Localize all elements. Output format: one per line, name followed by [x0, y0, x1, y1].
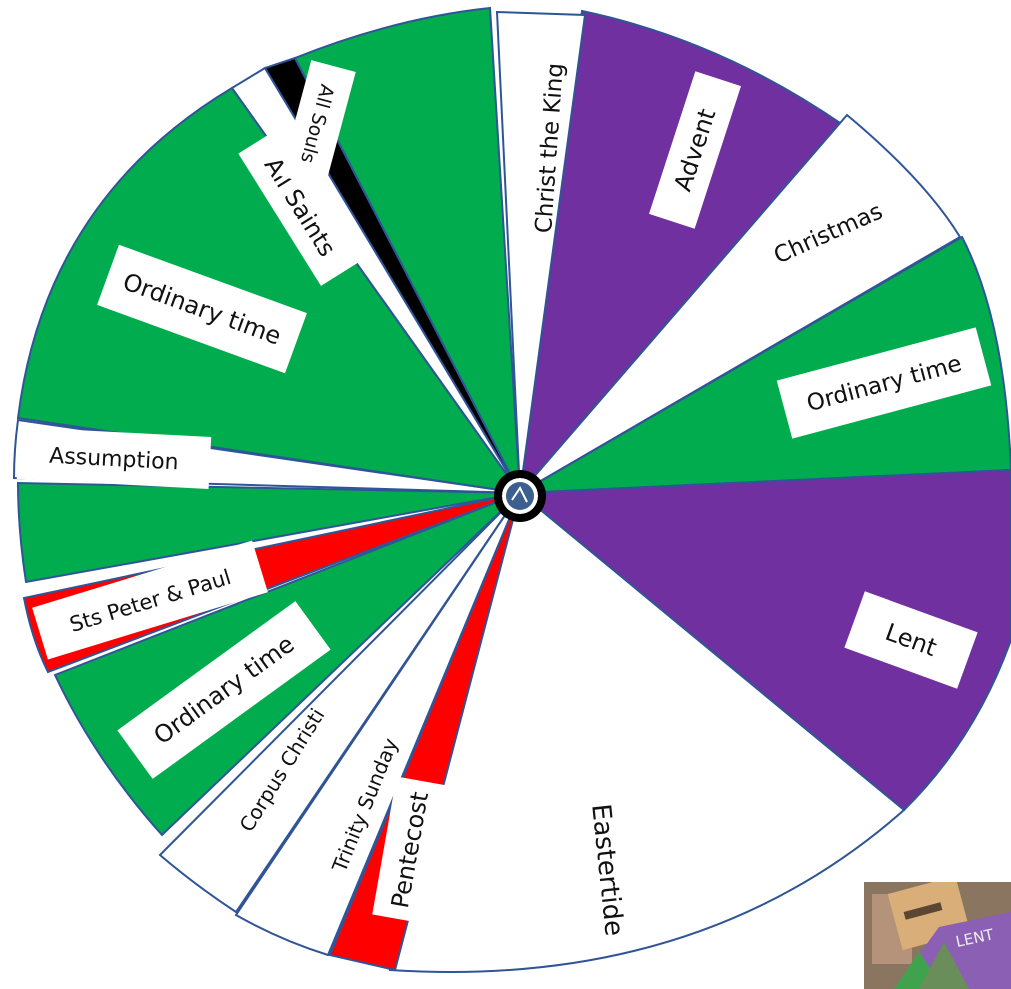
segment-ordinary-time-2-upper[interactable] [16, 481, 521, 584]
photo-of-wooden-wheel: LENT [864, 882, 1011, 989]
segment-ordinary-time-1[interactable] [519, 235, 1011, 494]
segment-corpus-christi[interactable] [158, 492, 521, 914]
segment-christmas[interactable] [519, 113, 962, 494]
segment-advent[interactable] [518, 9, 845, 497]
segment-christ-the-king[interactable] [495, 10, 587, 494]
center-pin [494, 470, 546, 522]
segment-ordinary-time-top[interactable] [293, 6, 521, 494]
segment-eastertide[interactable] [388, 491, 906, 973]
segment-trinity-sunday[interactable] [234, 492, 521, 957]
segment-lent[interactable] [517, 468, 1011, 812]
segment-ordinary-time-3[interactable] [16, 86, 523, 495]
